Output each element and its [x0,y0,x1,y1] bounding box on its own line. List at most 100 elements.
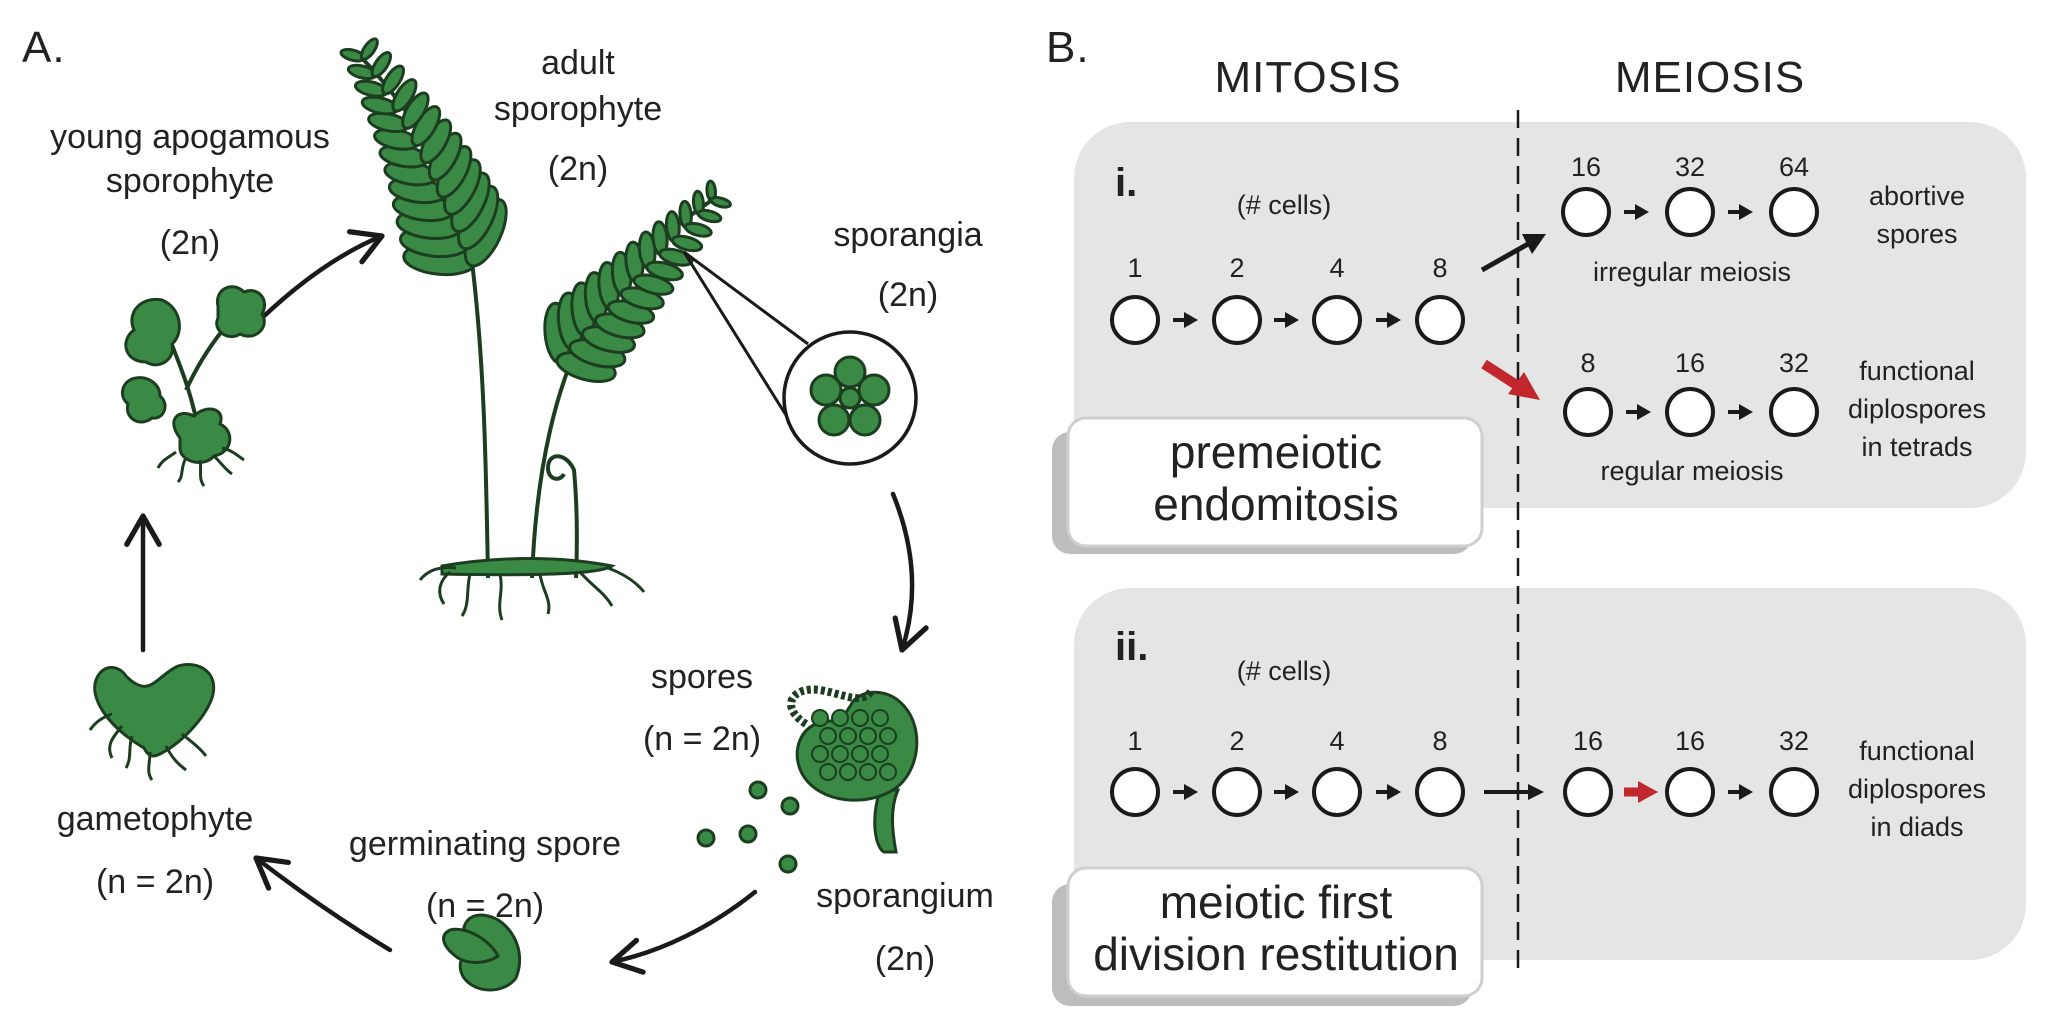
sporangium-ploidy: (2n) [875,940,935,978]
row-ii-outcome-3: in diads [1870,812,1963,842]
row-i-upper-outcome-2: spores [1876,219,1957,249]
row-i-arrows [1173,204,1753,420]
cell-circle [1110,767,1160,817]
long-arrow-icon [1484,784,1544,800]
row-i-cells [1110,187,1819,437]
cell-circle [1415,295,1465,345]
young-sporophyte-ploidy: (2n) [160,224,220,262]
arrow-germinating-to-gametophyte [253,855,393,953]
sporangia-zoom-icon [682,250,918,466]
row-ii-arrows [1173,781,1753,803]
premeiotic-endomitosis-label-2: endomitosis [1153,478,1398,530]
branch-arrow-red-icon [1481,359,1540,400]
arrow-young-to-adult [259,229,385,321]
cell-circle [1212,295,1262,345]
sporangia-label: sporangia [833,216,982,254]
row-ii-mitosis-count: 8 [1432,726,1447,756]
row-i-lower-outcome-3: in tetrads [1861,432,1972,462]
gametophyte-label: gametophyte [57,800,254,838]
cell-circle [1212,767,1262,817]
small-arrow-icon [1173,312,1198,328]
released-spores-icon [696,780,800,874]
cell-circle [1312,767,1362,817]
row-i-upper-count: 16 [1571,152,1601,182]
gametophyte-ploidy: (n = 2n) [96,863,214,901]
row-i-lower-outcome-1: functional [1859,356,1975,386]
first-division-restitution-box: meiotic first division restitution [1052,866,1484,1006]
row-ii-outcome-1: functional [1859,736,1975,766]
panel-a: A. adult sporophyte (2n) young apogamous… [22,23,994,992]
row-i-numeral: i. [1115,161,1137,205]
row-i-lower-note: regular meiosis [1600,456,1783,486]
meiosis-header: MEIOSIS [1615,53,1805,102]
row-ii-meiosis-count: 16 [1675,726,1705,756]
cell-circle [1665,767,1715,817]
small-arrow-icon [1376,784,1401,800]
small-arrow-icon [1274,784,1299,800]
restitution-label-1: meiotic first [1160,876,1393,928]
small-arrow-icon [1173,784,1198,800]
row-ii-cells [1110,767,1819,817]
small-arrow-icon [1376,312,1401,328]
germinating-spore-icon [442,913,522,992]
premeiotic-endomitosis-box: premeiotic endomitosis [1052,416,1484,554]
panel-b-letter: B. [1046,23,1090,72]
row-ii-mitosis-count: 1 [1127,726,1142,756]
adult-sporophyte-ploidy: (2n) [548,150,608,188]
row-i-cells-caption: (# cells) [1237,190,1332,220]
young-sporophyte-label-2: sporophyte [106,162,274,200]
cell-circle [1769,187,1819,237]
row-ii-meiosis-count: 32 [1779,726,1809,756]
arrow-spores-to-germinating [609,889,758,975]
cell-circle [1563,387,1613,437]
cell-circle [1110,295,1160,345]
row-ii-meiosis-count: 16 [1573,726,1603,756]
small-arrow-icon [1728,404,1753,420]
cell-circle [1769,767,1819,817]
adult-sporophyte-label-2: sporophyte [494,90,662,128]
row-i-lower-count: 16 [1675,348,1705,378]
spores-ploidy: (n = 2n) [643,720,761,758]
young-sporophyte-icon [120,285,267,487]
adult-sporophyte-fern-icon [339,37,732,621]
cell-circle [1415,767,1465,817]
cell-circle [1665,187,1715,237]
spores-label: spores [651,658,753,696]
arrow-sporangia-to-sporangium [890,491,929,653]
cell-circle [1563,767,1613,817]
sporangium-label: sporangium [816,877,994,915]
cell-circle [1312,295,1362,345]
row-i-upper-note: irregular meiosis [1593,257,1791,287]
row-i-upper-count: 64 [1779,152,1809,182]
small-arrow-icon [1274,312,1299,328]
mitosis-header: MITOSIS [1214,53,1401,102]
row-ii-mitosis-count: 2 [1229,726,1244,756]
row-i-lower-count: 32 [1779,348,1809,378]
cell-circle [1561,187,1611,237]
row-ii-outcome-2: diplospores [1848,774,1986,804]
row-i-mitosis-count: 1 [1127,253,1142,283]
young-sporophyte-label-1: young apogamous [50,118,330,156]
germinating-spore-label: germinating spore [349,825,621,863]
row-i-mitosis-count: 4 [1329,253,1344,283]
sporangium-icon [787,685,919,854]
small-arrow-icon [1728,204,1753,220]
row-ii-numeral: ii. [1115,625,1148,669]
small-arrow-icon [1728,784,1753,800]
panel-a-letter: A. [22,23,66,72]
row-i-upper-count: 32 [1675,152,1705,182]
restitution-label-2: division restitution [1093,928,1459,980]
row-i-mitosis-count: 2 [1229,253,1244,283]
row-i-lower-count: 8 [1580,348,1595,378]
cell-circle [1665,387,1715,437]
row-i-mitosis-count: 8 [1432,253,1447,283]
branch-arrow-up-icon [1480,234,1546,273]
small-arrow-icon [1624,204,1649,220]
panel-b: B. MITOSIS MEIOSIS i. (# cells) 1 2 4 8 … [1046,23,2026,1006]
adult-sporophyte-label-1: adult [541,44,615,82]
row-ii-mitosis-count: 4 [1329,726,1344,756]
red-arrow-icon [1624,781,1658,803]
small-arrow-icon [1626,404,1651,420]
premeiotic-endomitosis-label-1: premeiotic [1170,426,1382,478]
